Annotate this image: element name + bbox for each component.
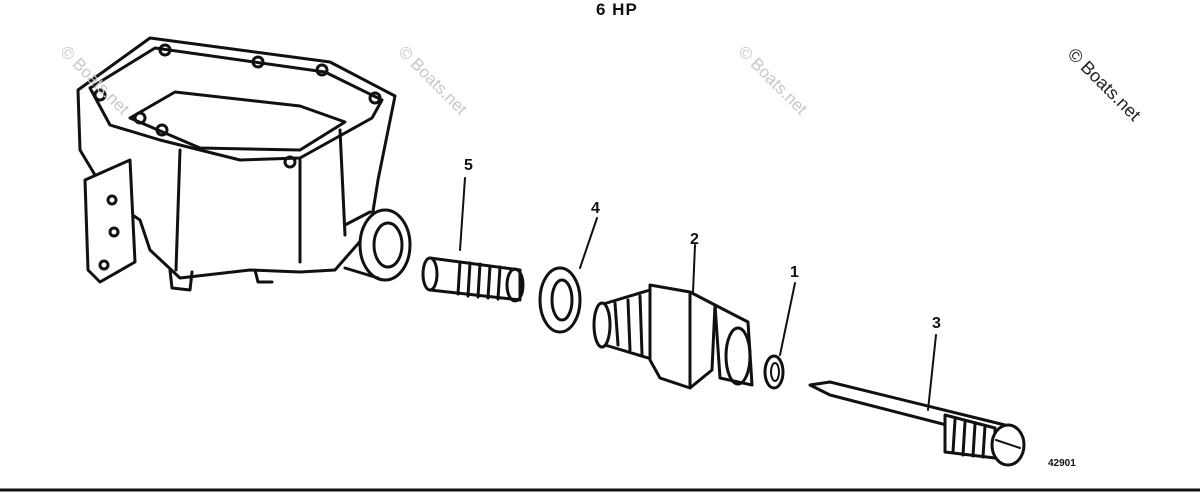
callout-4: 4	[591, 200, 600, 217]
float-bowl-body	[76, 36, 412, 292]
part-4-gasket	[538, 217, 598, 334]
part-3-needle-valve	[808, 334, 1026, 467]
callout-1: 1	[790, 264, 799, 281]
callout-5: 5	[464, 157, 473, 174]
part-2-nozzle	[592, 244, 754, 390]
part-1-o-ring	[763, 282, 796, 390]
figure-number: 42901	[1048, 458, 1076, 469]
diagram-title: 6 HP	[596, 0, 638, 19]
part-5-main-jet	[421, 177, 525, 303]
callout-2: 2	[690, 231, 699, 248]
callout-3: 3	[932, 315, 941, 332]
